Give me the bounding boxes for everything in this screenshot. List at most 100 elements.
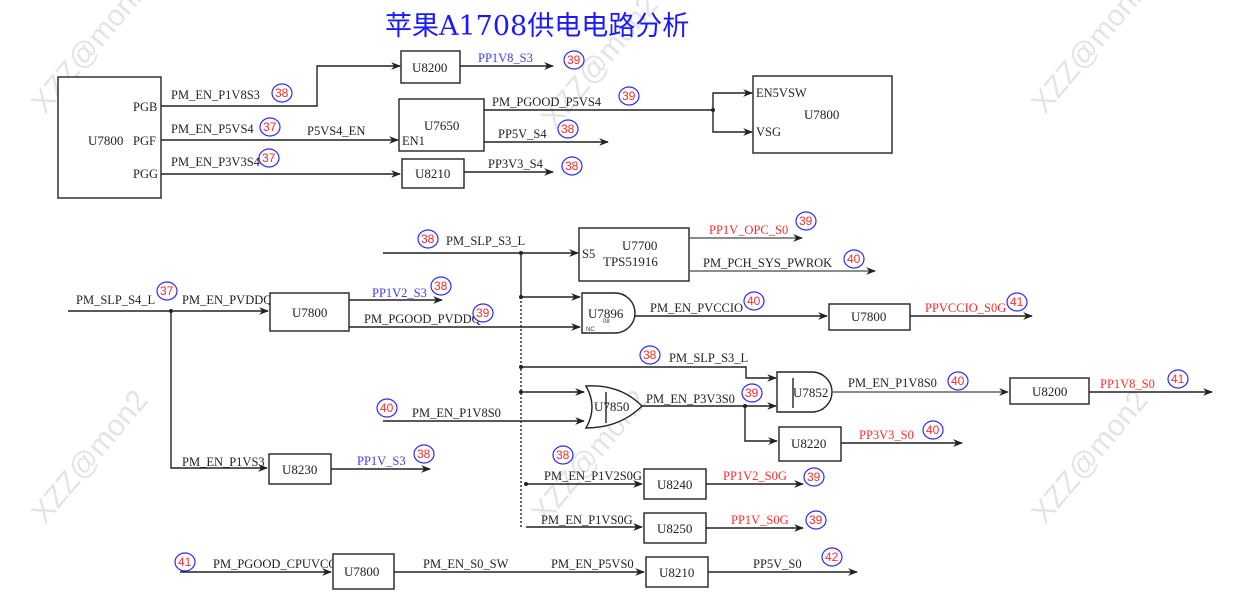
pin-label: S5 — [582, 247, 595, 261]
section-5v-s0: 41 PM_PGOOD_CPUVCC U7800 PM_EN_S0_SW PM_… — [174, 547, 858, 590]
net-label: PM_EN_P5VS0 — [551, 557, 634, 571]
page-badge: 38 — [639, 345, 661, 365]
chip-label: U8210 — [415, 166, 450, 181]
chip-u8200 — [400, 50, 461, 84]
chip-label: U8220 — [791, 436, 826, 451]
chip-u8240 — [643, 468, 707, 500]
net-label: PM_SLP_S3_L — [446, 234, 525, 248]
page-badge-text: 38 — [417, 447, 431, 461]
rail-label: PP1V_S0G — [731, 513, 789, 527]
page-badge-text: 41 — [178, 555, 192, 569]
rail-label: PP1V8_S0 — [1100, 377, 1155, 391]
net-label: PM_PCH_SYS_PWROK — [703, 256, 832, 270]
rail-label: PP1V2_S0G — [723, 469, 787, 483]
chip-part: TPS51916 — [603, 254, 658, 269]
net-label: PM_EN_S0_SW — [423, 557, 509, 571]
page-badge-text: 40 — [747, 294, 761, 308]
chip-u8220 — [778, 426, 842, 462]
page-badge: 39 — [618, 86, 640, 106]
page-badge: 42 — [821, 547, 843, 567]
chip-label: U7800 — [292, 305, 327, 320]
chip-label: U8210 — [659, 565, 694, 580]
net-wire — [744, 406, 778, 445]
chip-label: U7800 — [804, 107, 839, 122]
page-badge-text: 39 — [622, 89, 636, 103]
net-wire — [161, 62, 401, 107]
page-badge-text: 37 — [262, 151, 276, 165]
section-s0: 38 PM_SLP_S3_L S5 U7700 TPS51916 PP1V_OP… — [68, 211, 1213, 544]
page-badge: 37 — [156, 281, 178, 301]
page-badge-text: 42 — [825, 550, 839, 564]
page-badge-text: 37 — [263, 120, 277, 134]
gate-u7850 — [584, 385, 643, 429]
page-badge-text: 39 — [567, 53, 581, 67]
net-label: PM_EN_P3V3S0 — [646, 392, 735, 406]
chip-label: U8250 — [657, 521, 692, 536]
chip-label: U7700 — [622, 238, 657, 253]
page-badge-text: 41 — [1171, 372, 1185, 386]
page-badge: 38 — [557, 119, 579, 139]
page-badge-text: 40 — [847, 252, 861, 266]
page-title: 苹果A1708供电电路分析 — [385, 11, 689, 42]
chip-u7800-mid — [269, 292, 350, 332]
net-wire — [712, 110, 753, 136]
net-wire — [170, 311, 268, 472]
rail-label: PP5V_S4 — [498, 127, 547, 141]
page-badge: 37 — [259, 117, 281, 137]
chip-sub: 08 — [603, 319, 610, 325]
net-wire — [712, 89, 753, 110]
chip-label: U7800 — [344, 564, 379, 579]
page-badge-text: 38 — [556, 448, 570, 462]
page-badge-text: 40 — [951, 374, 965, 388]
net-label: PM_EN_P1V8S0 — [848, 376, 937, 390]
chip-u7800-vccio — [828, 303, 911, 331]
net-label: PM_EN_PVDDQ — [182, 293, 272, 307]
page-badge: 38 — [417, 229, 439, 249]
pin-label: PGB — [133, 100, 157, 114]
chip-u7700 — [578, 227, 690, 282]
chip-label: U7896 — [588, 306, 624, 321]
chip-u7800-right — [752, 75, 893, 154]
net-label: PM_PGOOD_P5VS4 — [492, 95, 602, 109]
page-badge-text: 39 — [476, 306, 490, 320]
rail-label: PP1V_OPC_S0 — [709, 223, 788, 237]
page-badge-text: 39 — [745, 386, 759, 400]
page-badge-text: 40 — [926, 423, 940, 437]
net-label: PM_EN_P1V8S0 — [412, 406, 501, 420]
page-badge-text: 41 — [1010, 295, 1024, 309]
page-badge-text: 39 — [809, 513, 823, 527]
page-badge: 38 — [430, 276, 452, 296]
pin-label: EN5VSW — [756, 86, 807, 100]
rail-label: PP1V8_S3 — [478, 51, 533, 65]
net-label: PM_SLP_S3_L — [669, 351, 748, 365]
chip-u7800-bottom — [332, 553, 395, 590]
rail-label: PP3V3_S0 — [859, 428, 914, 442]
page-badge: 38 — [413, 444, 435, 464]
pin-label: PGF — [133, 134, 156, 148]
page-badge: 41 — [1006, 292, 1028, 312]
pin-label: VSG — [756, 125, 781, 139]
chip-u8200-s0 — [1009, 377, 1090, 405]
page-badge-text: 38 — [434, 279, 448, 293]
page-badge: 38 — [561, 156, 583, 176]
page-badge-text: 38 — [561, 122, 575, 136]
page-badge: 41 — [1167, 369, 1189, 389]
net-label: P5VS4_EN — [307, 124, 365, 138]
gate-u7852 — [776, 371, 833, 413]
net-label: PM_EN_P1V8S3 — [171, 88, 260, 102]
page-badge: 40 — [843, 249, 865, 269]
page-badge: 41 — [174, 552, 196, 572]
page-badge-text: 39 — [807, 470, 821, 484]
chip-label: U8230 — [282, 462, 317, 477]
page-badge: 38 — [271, 83, 293, 103]
chip-label: U8240 — [657, 477, 692, 492]
net-label: PM_EN_P1VS0G — [541, 513, 633, 527]
page-badge-text: 38 — [421, 232, 435, 246]
net-label: PM_EN_P3V3S4 — [171, 155, 261, 169]
page-badge: 39 — [472, 303, 494, 323]
chip-u7800-left — [57, 76, 162, 199]
chip-label: U7850 — [594, 399, 629, 414]
net-label: PM_EN_P5VS4 — [171, 122, 254, 136]
rail-label: PP3V3_S4 — [488, 157, 544, 171]
page-badge-text: 37 — [160, 284, 174, 298]
